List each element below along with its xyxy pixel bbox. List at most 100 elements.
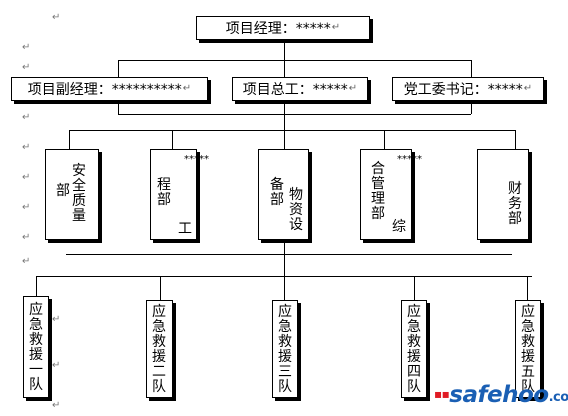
vertical-glyph: 应 — [278, 304, 292, 320]
vertical-glyph: 设 — [289, 217, 303, 233]
emergency-team-label: 应急救援五队 — [521, 305, 535, 395]
vertical-glyph: * — [412, 154, 417, 165]
vertical-glyph: 一 — [29, 362, 43, 378]
vertical-glyph: 援 — [521, 349, 535, 365]
vertical-glyph: 程 — [157, 177, 171, 193]
connector-line — [284, 40, 285, 60]
watermark-main: safehoo — [449, 382, 549, 408]
dept-engineering-label: 程部 — [157, 178, 171, 208]
vertical-glyph: 应 — [29, 302, 43, 318]
vertical-glyph: 部 — [371, 206, 385, 222]
connector-line — [118, 101, 119, 114]
margin-return-mark: ↵ — [22, 172, 31, 183]
margin-return-mark: ↵ — [22, 112, 31, 123]
dept-general-admin-label: 合管理部 — [371, 162, 385, 222]
vertical-glyph: 急 — [407, 319, 421, 335]
connector-line — [118, 60, 119, 77]
vertical-glyph: 应 — [152, 304, 166, 320]
dept-safety-quality-label-tail: 部 — [56, 184, 70, 199]
margin-return-mark: ↵ — [22, 142, 31, 153]
return-mark: ↵ — [331, 22, 341, 33]
emergency-team-label: 应急救援一队 — [29, 303, 43, 393]
vertical-glyph: 救 — [278, 334, 292, 350]
vertical-glyph: 救 — [152, 334, 166, 350]
vertical-glyph: 物 — [289, 187, 303, 203]
vertical-glyph: 管 — [371, 176, 385, 192]
dept-materials-label: 物资设 — [289, 188, 303, 233]
vertical-glyph: 部 — [157, 192, 171, 208]
vertical-glyph: 合 — [371, 161, 385, 177]
connector-line — [471, 101, 472, 114]
vertical-glyph: 全 — [72, 178, 86, 194]
vertical-glyph: 急 — [278, 319, 292, 335]
margin-return-mark: ↵ — [22, 232, 31, 243]
dept-general-admin-stars: ***** — [397, 154, 422, 165]
vertical-glyph: 队 — [29, 377, 43, 393]
emergency-team-1-box: 应急救援一队 — [23, 296, 49, 398]
vertical-glyph: * — [397, 154, 402, 165]
vertical-glyph: 量 — [72, 208, 86, 224]
vertical-glyph: 资 — [289, 202, 303, 218]
vertical-glyph: 五 — [521, 364, 535, 380]
vertical-glyph: * — [407, 154, 412, 165]
margin-return-mark: ↵ — [22, 62, 31, 73]
vertical-glyph: 备 — [270, 177, 284, 193]
dept-text-column: 物资设 — [289, 188, 303, 233]
margin-return-mark: ↵ — [22, 202, 31, 213]
return-mark: ↵ — [182, 83, 192, 94]
vertical-glyph: * — [194, 154, 199, 165]
vertical-glyph: 援 — [407, 349, 421, 365]
vertical-glyph: 四 — [407, 364, 421, 380]
connector-line — [414, 276, 415, 300]
vertical-glyph: 救 — [521, 334, 535, 350]
connector-line — [284, 130, 285, 149]
connector-line — [69, 130, 70, 149]
party-secretary-label: 党工委书记：***** — [403, 82, 523, 98]
dept-stars-text: ***** — [184, 154, 209, 165]
vertical-glyph: 急 — [29, 317, 43, 333]
connector-line — [471, 60, 472, 77]
dept-materials-box: 物资设 备部 — [258, 149, 309, 240]
vertical-glyph: 质 — [72, 193, 86, 209]
vertical-glyph: 部 — [270, 192, 284, 208]
vertical-glyph: 安 — [72, 163, 86, 179]
dept-finance-box: 财务部 — [477, 149, 529, 240]
vertical-glyph: 援 — [152, 349, 166, 365]
margin-return-mark: ↵ — [52, 314, 61, 325]
safehoo-watermark: ▪▪safehoo.com — [434, 382, 568, 408]
vertical-glyph: * — [189, 154, 194, 165]
emergency-team-label: 应急救援三队 — [278, 305, 292, 395]
vertical-glyph: 部 — [508, 211, 522, 227]
dept-safety-quality-box: 安全质量 部 — [45, 149, 99, 240]
connector-line — [284, 276, 285, 300]
dept-stars-text: ***** — [397, 154, 422, 165]
connector-line — [160, 276, 161, 300]
margin-return-mark: ↵ — [52, 400, 61, 411]
connector-line — [69, 130, 515, 131]
vertical-glyph: 援 — [278, 349, 292, 365]
connector-line — [66, 254, 512, 255]
emergency-team-label: 应急救援二队 — [152, 305, 166, 395]
dept-text-column: 工 — [178, 222, 192, 237]
dept-engineering-label-tail: 工 — [178, 222, 192, 237]
vertical-glyph: 急 — [152, 319, 166, 335]
emergency-team-5-box: 应急救援五队 — [515, 300, 541, 398]
emergency-team-3-box: 应急救援三队 — [272, 300, 298, 398]
dept-general-admin-box: ***** 综 合管理部 — [360, 149, 422, 240]
return-mark: ↵ — [523, 83, 533, 94]
dept-safety-quality-label: 安全质量 — [72, 164, 86, 224]
margin-return-mark: ↵ — [22, 42, 31, 53]
vertical-glyph: * — [417, 154, 422, 165]
connector-line — [284, 101, 285, 130]
vertical-glyph: 务 — [508, 196, 522, 212]
vertical-glyph: 部 — [56, 183, 70, 199]
chief-engineer-label: 项目总工：***** — [242, 82, 348, 98]
dept-finance-label: 财务部 — [508, 182, 522, 227]
vertical-glyph: * — [184, 154, 189, 165]
project-manager-label: 项目经理：***** — [225, 21, 331, 37]
vertical-glyph: 援 — [29, 347, 43, 363]
connector-line — [284, 240, 285, 276]
deputy-manager-box: 项目副经理：********** ↵ — [11, 77, 208, 101]
team-text-column: 应急救援二队 — [152, 305, 166, 395]
chief-engineer-box: 项目总工：***** ↵ — [232, 77, 368, 101]
